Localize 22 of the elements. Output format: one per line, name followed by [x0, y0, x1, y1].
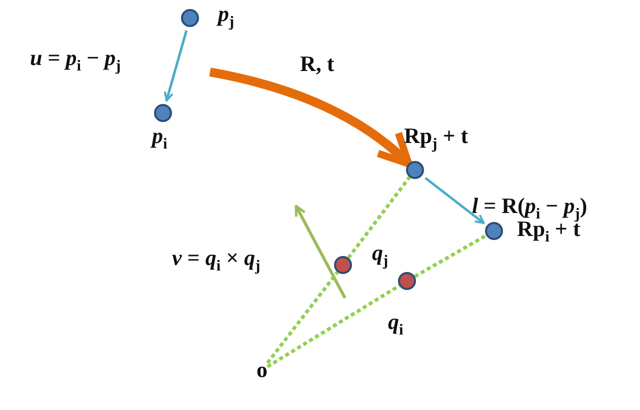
point-label: Rp$_{j}$ + t	[404, 124, 468, 154]
dotted-line	[347, 176, 411, 259]
point-label: o	[256, 358, 268, 382]
point-marker	[485, 222, 503, 240]
arrow	[424, 176, 485, 224]
point-marker	[181, 9, 199, 27]
point-label: p$_{i}$	[152, 124, 168, 154]
dotted-line	[414, 234, 488, 278]
edge-label: u = p$_{i}$ − p$_{j}$	[30, 46, 121, 76]
formula-label: v = q$_{i}$ × q$_{j}$	[172, 246, 260, 276]
point-label: p$_{j}$	[218, 2, 234, 32]
dotted-line	[266, 284, 400, 368]
point-marker	[334, 256, 352, 274]
arrow	[209, 68, 412, 168]
point-label: q$_{j}$	[372, 241, 388, 270]
dotted-line	[266, 271, 339, 364]
point-label: q$_{i}$	[388, 310, 404, 340]
point-marker	[398, 272, 416, 290]
edge-label: R, t	[300, 52, 334, 76]
arrow	[164, 30, 188, 102]
point-marker	[154, 104, 172, 122]
point-marker	[406, 161, 424, 179]
